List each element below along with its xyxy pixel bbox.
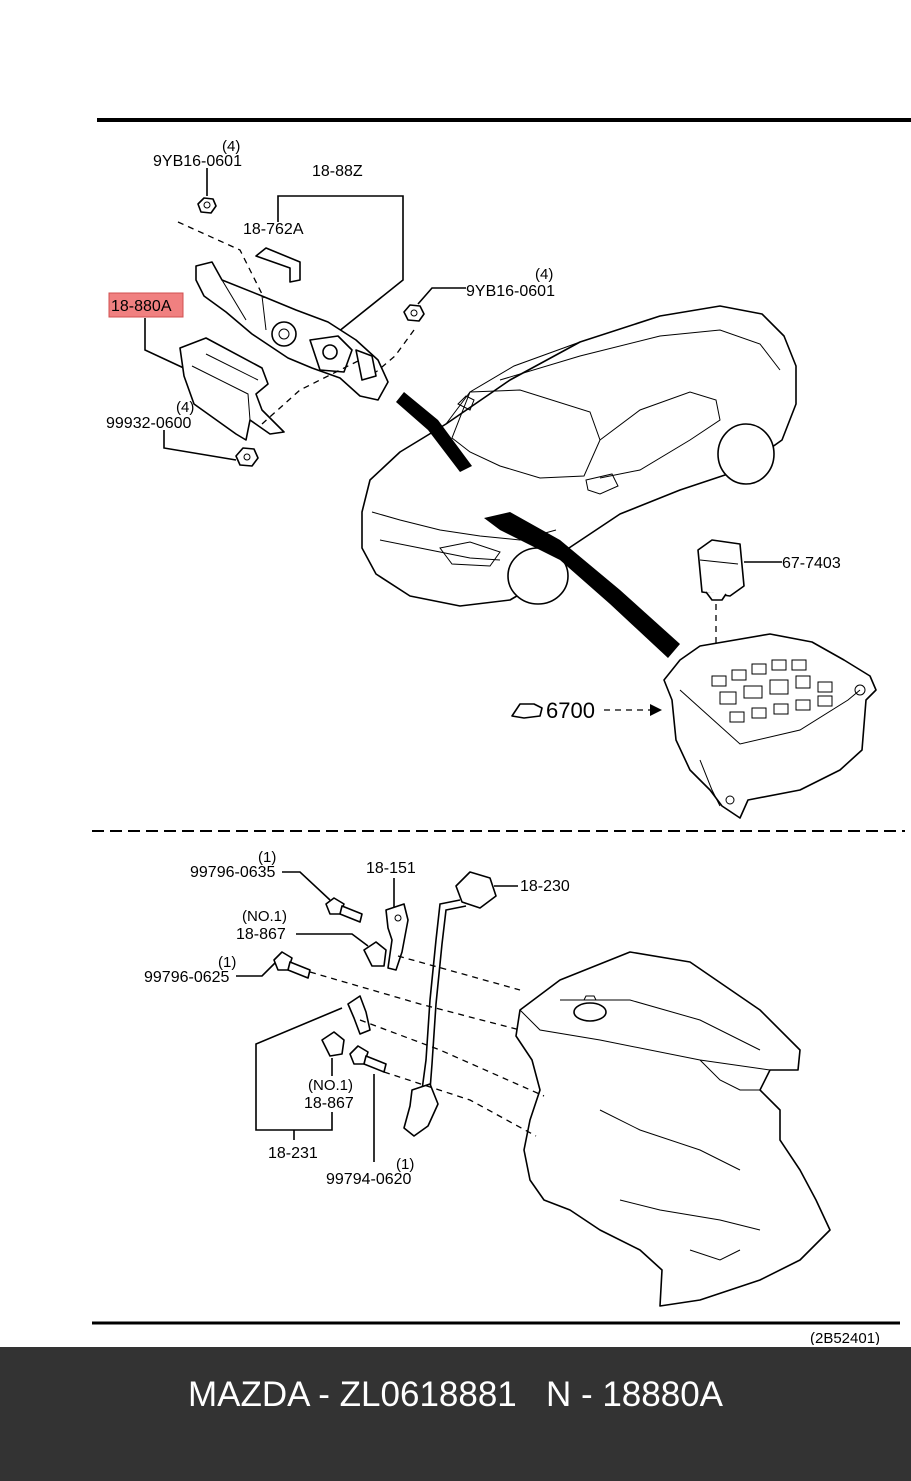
harness-label: 18-231: [268, 1145, 318, 1162]
bracket-group-label: 18-88Z: [312, 163, 363, 180]
bolt3-qty: (1): [396, 1156, 414, 1173]
clamp1-part: [363, 941, 387, 967]
clamp2-label: 18-867: [304, 1095, 354, 1112]
module-label: 18-880A: [111, 298, 172, 315]
nut-bottom-icon: [235, 447, 259, 467]
clip-label: 18-762A: [243, 221, 304, 238]
bolt2-icon: [273, 951, 311, 979]
nut-top-qty: (4): [222, 138, 240, 155]
nut-right-qty: (4): [535, 266, 553, 283]
bracket-assembly: [195, 261, 389, 401]
bolt2-label: 99796-0625: [144, 969, 230, 986]
footer-bar: MAZDA - ZL0618881 N - 18880A: [0, 1347, 911, 1481]
bracket1-part: [385, 903, 409, 971]
clamp2-note: (NO.1): [308, 1077, 353, 1094]
arrow-to-module: [396, 392, 472, 472]
nut-bottom-label: 99932-0600: [106, 415, 192, 432]
sensor-label: 18-230: [520, 878, 570, 895]
car-outline: [361, 305, 797, 607]
clamp-bracket-part: [321, 995, 371, 1057]
module-label-highlight: [108, 292, 184, 318]
relay-box: [663, 633, 877, 819]
nut-bottom-qty: (4): [176, 399, 194, 416]
figure-code: (2B52401): [810, 1330, 880, 1345]
bolt3-label: 99794-0620: [326, 1171, 412, 1188]
clip-part: [255, 247, 301, 283]
clamp1-label: 18-867: [236, 926, 286, 943]
nut-right-label: 9YB16-0601: [466, 283, 555, 300]
hand-pointer-icon: [511, 703, 543, 719]
bolt3-icon: [349, 1045, 387, 1073]
parts-diagram: (4) 9YB16-0601 18-88Z 18-762A (4) 9YB16-…: [92, 118, 911, 1345]
control-module: [179, 337, 285, 441]
clamp1-note: (NO.1): [242, 908, 287, 925]
relay-label: 67-7403: [782, 555, 841, 572]
nut-right-icon: [403, 304, 425, 322]
bolt1-qty: (1): [258, 849, 276, 866]
fuse-box-ref-label: 6700: [546, 698, 595, 723]
nut-top-label: 9YB16-0601: [153, 153, 242, 170]
engine-block: [515, 951, 831, 1307]
bracket1-label: 18-151: [366, 860, 416, 877]
bolt1-label: 99796-0635: [190, 864, 276, 881]
nut-top-icon: [197, 197, 217, 214]
bolt1-icon: [325, 897, 363, 923]
arrow-to-relay-box: [484, 512, 680, 658]
footer-title: MAZDA - ZL0618881 N - 18880A: [188, 1375, 723, 1414]
relay-part: [697, 539, 745, 601]
bolt2-qty: (1): [218, 954, 236, 971]
